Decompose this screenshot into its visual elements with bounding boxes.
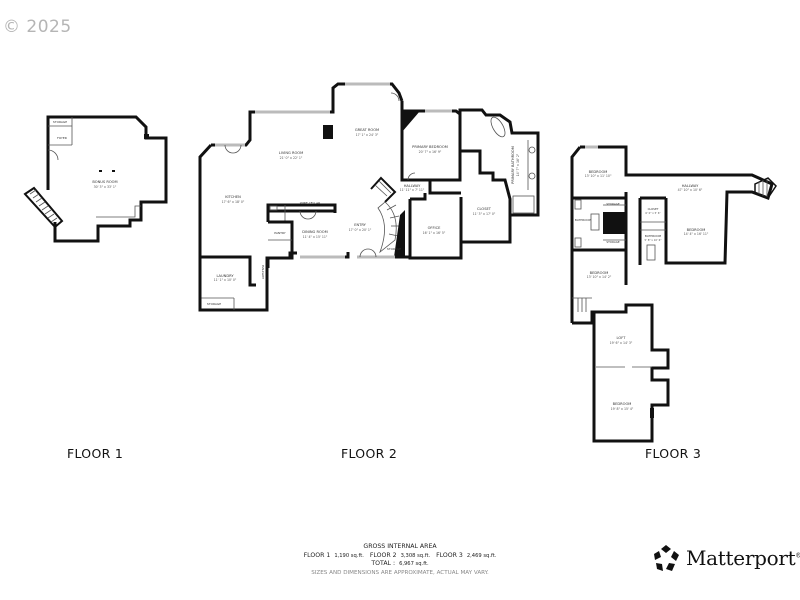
room-dims: 47' 10" x 10' 6" xyxy=(678,188,703,192)
brand-registered-mark: ® xyxy=(795,552,800,560)
brand-name: Matterport xyxy=(686,546,796,570)
floor-2-label: FLOOR 2 xyxy=(341,446,398,461)
floor-2-plan: GREAT ROOM 17' 1" x 24' 3" LIVING ROOM 2… xyxy=(198,82,540,312)
gia-disclaimer: SIZES AND DIMENSIONS ARE APPROXIMATE, AC… xyxy=(311,569,489,576)
room-dims: 13' 10" x 14' 2" xyxy=(587,275,612,279)
room-label: STORAGE xyxy=(606,240,620,244)
room-dims: 5' 8" x 10' 6" xyxy=(645,238,662,242)
matterport-logo: Matterport® xyxy=(652,544,800,572)
room-label: PRIMARY BATHROOM xyxy=(511,146,515,184)
gia-floor2-value: 3,308 sq.ft. xyxy=(400,552,431,559)
copyright-watermark: © 2025 xyxy=(3,17,72,37)
room-label: DINING ROOM xyxy=(302,230,327,234)
room-label: LIVING ROOM xyxy=(279,151,303,155)
room-label: BEDROOM xyxy=(687,228,706,232)
room-dims: 11' 11" x 7' 11" xyxy=(400,188,425,192)
room-label: STORAGE xyxy=(53,120,67,124)
room-label: KITCHEN xyxy=(225,195,241,199)
matterport-wordmark: Matterport® xyxy=(686,546,800,570)
room-dims: 30' 3" x 33' 1" xyxy=(94,185,117,189)
room-label: STORAGE xyxy=(387,247,401,251)
room-label: WINE CELLAR xyxy=(300,201,320,205)
room-dims: 11' 1" x 10' 0" xyxy=(214,278,237,282)
room-label: LAUNDRY xyxy=(216,274,234,278)
room-label: GREAT ROOM xyxy=(355,128,379,132)
floor-1-plan: STORAGE FOYER BONUS ROOM 30' 3" x 33' 1" xyxy=(23,115,168,243)
room-dims: 14' 7" x 16' 2" xyxy=(516,153,520,176)
gia-total-value: 6,967 sq.ft. xyxy=(399,561,429,567)
room-dims: 19' 6" x 14' 3" xyxy=(610,341,633,345)
room-label: HALLWAY xyxy=(261,265,265,279)
room-label: LOFT xyxy=(617,336,627,340)
room-label: HALLWAY xyxy=(404,184,421,188)
floor-1-label: FLOOR 1 xyxy=(67,446,124,461)
room-dims: 6' 0" x 5' 6" xyxy=(645,211,660,215)
room-dims: 17' 6" x 18' 0" xyxy=(222,200,245,204)
room-label: BEDROOM xyxy=(613,402,632,406)
room-dims: 17' 0" x 20' 1" xyxy=(349,228,372,232)
floor-3-label: FLOOR 3 xyxy=(645,446,702,461)
room-dims: 16' 1" x 16' 5" xyxy=(423,231,446,235)
room-label: BONUS ROOM xyxy=(92,180,117,184)
room-label: ENTRY xyxy=(354,223,366,227)
gia-floor3-label: FLOOR 3 xyxy=(436,551,463,559)
gia-total-row: TOTAL :6,967 sq.ft. xyxy=(250,560,550,569)
room-label: PRIMARY BEDROOM xyxy=(412,145,448,149)
floor-3-stairs-west xyxy=(572,297,592,312)
room-label: BEDROOM xyxy=(589,170,608,174)
gia-floor1-value: 1,190 sq.ft. xyxy=(334,552,364,559)
room-label: BATHROOM xyxy=(575,218,592,222)
room-label: BATHROOM xyxy=(645,234,662,238)
room-label: FOYER xyxy=(57,136,67,140)
matterport-mark-icon xyxy=(654,545,679,571)
gia-floor1-label: FLOOR 1 xyxy=(303,551,331,559)
room-dims: 11' 3" x 17' 0" xyxy=(473,212,496,216)
room-label: STORAGE xyxy=(606,202,620,206)
room-dims: 13' 10" x 11' 10" xyxy=(585,174,612,178)
room-dims: 21' 0" x 22' 1" xyxy=(280,156,303,160)
room-label: PANTRY xyxy=(274,231,286,235)
room-dims: 17' 1" x 24' 3" xyxy=(356,133,379,137)
gia-floor2-label: FLOOR 2 xyxy=(369,551,397,559)
floor-1-stairs xyxy=(23,186,64,229)
room-dims: 11' 4" x 15' 11" xyxy=(303,235,328,239)
room-label: BEDROOM xyxy=(590,271,609,275)
floor-3-plan: BEDROOM 13' 10" x 11' 10" HALLWAY 47' 10… xyxy=(570,145,777,443)
gia-title: GROSS INTERNAL AREA xyxy=(363,543,437,550)
gia-floor3-value: 2,469 sq.ft. xyxy=(466,552,497,559)
room-dims: 14' 4" x 16' 11" xyxy=(684,232,709,236)
gia-total-label: TOTAL : xyxy=(371,560,396,567)
room-dims: 20' 7" x 16' 9" xyxy=(419,150,442,154)
room-label: STORAGE xyxy=(207,302,221,306)
room-label: CLOSET xyxy=(648,207,659,211)
room-label: OFFICE xyxy=(428,226,442,230)
floor-3-stairs-east xyxy=(754,177,777,199)
room-label: CLOSET xyxy=(477,207,492,211)
room-dims: 19' 8" x 15' 4" xyxy=(611,407,634,411)
room-label: HALLWAY xyxy=(682,184,699,188)
floor-2-stairs xyxy=(370,176,400,254)
